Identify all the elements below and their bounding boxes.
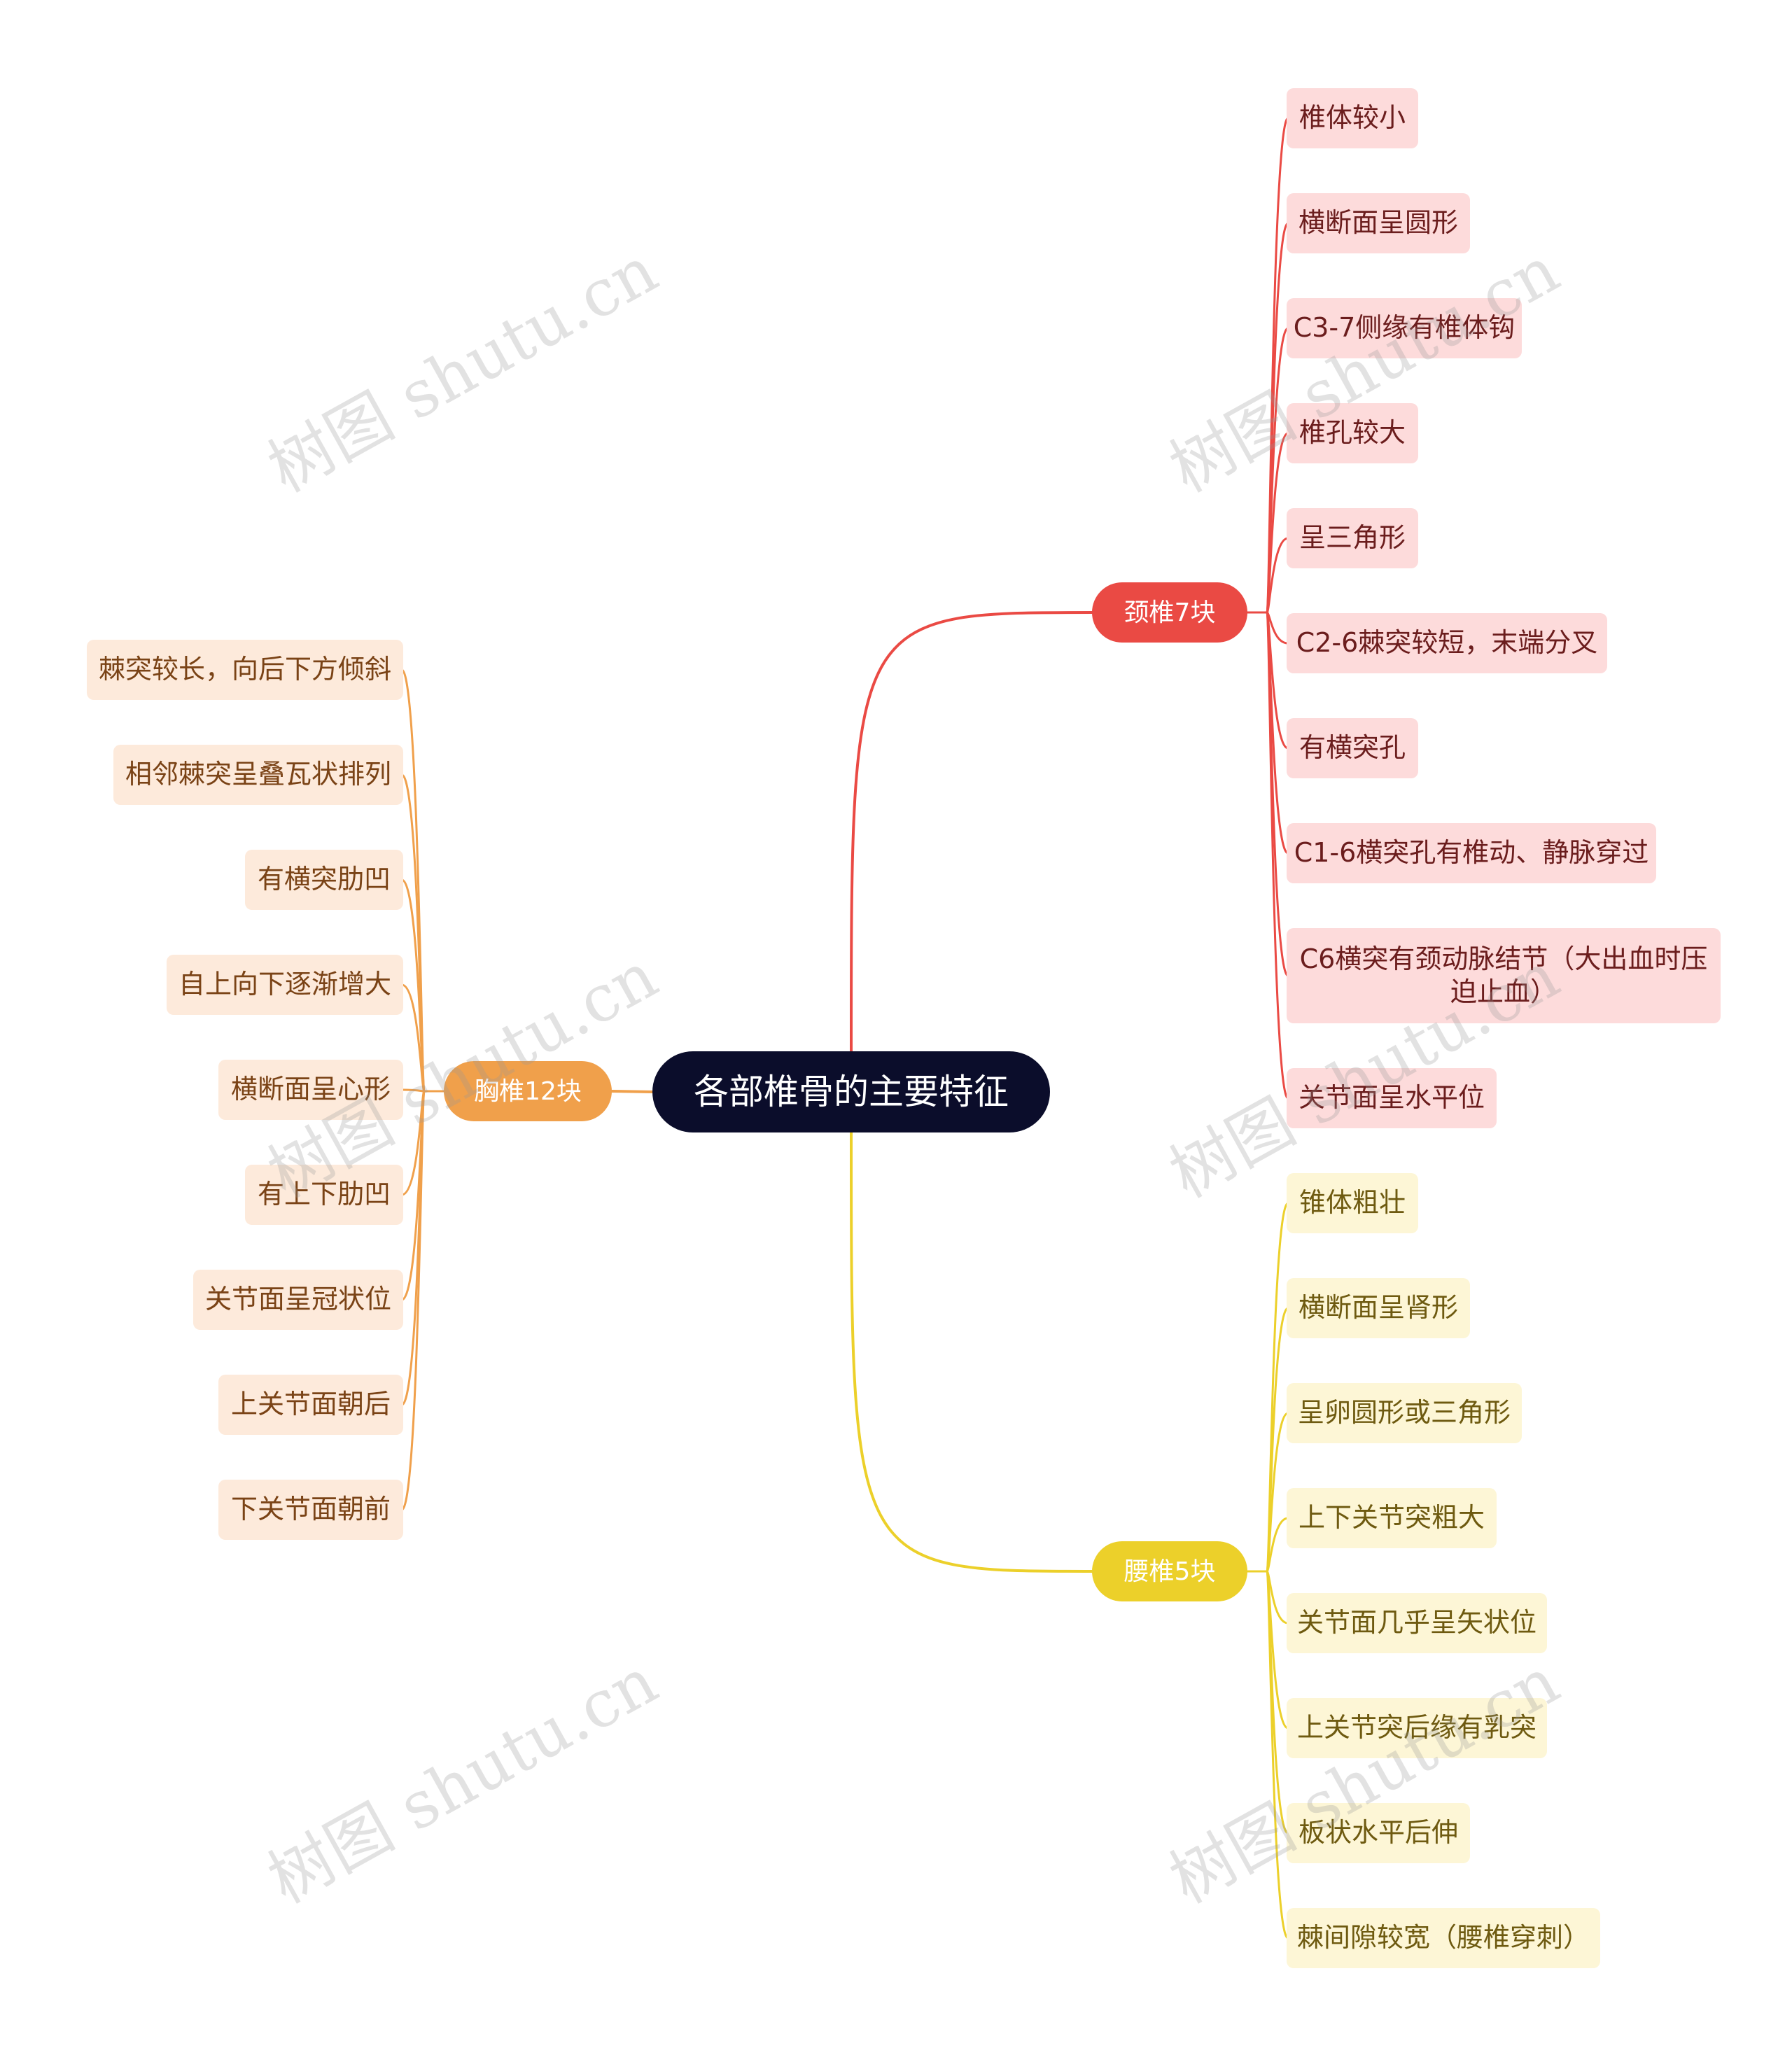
cervical-item[interactable]: 椎孔较大	[1287, 403, 1418, 463]
thoracic-item[interactable]: 相邻棘突呈叠瓦状排列	[113, 745, 403, 805]
lumbar-item-connector	[1266, 1570, 1289, 1940]
thoracic-item[interactable]: 自上向下逐渐增大	[167, 955, 403, 1015]
thoracic-item[interactable]: 下关节面朝前	[218, 1480, 403, 1540]
branch-lumbar[interactable]: 腰椎5块	[1092, 1541, 1247, 1601]
cervical-item-connector	[1266, 537, 1289, 614]
cervical-item[interactable]: 有横突孔	[1287, 718, 1418, 778]
thoracic-item-connector	[400, 1090, 426, 1511]
thoracic-item[interactable]: 有上下肋凹	[245, 1165, 403, 1225]
cervical-item[interactable]: C6横突有颈动脉结节（大出血时压迫止血）	[1287, 928, 1721, 1023]
branch-thoracic[interactable]: 胸椎12块	[444, 1061, 612, 1121]
branch-thoracic-connector	[610, 1090, 654, 1093]
cervical-item[interactable]: C2-6棘突较短，末端分叉	[1287, 613, 1607, 673]
thoracic-item-connector	[400, 1088, 426, 1093]
cervical-item[interactable]: 关节面呈水平位	[1287, 1068, 1497, 1128]
lumbar-item[interactable]: 板状水平后伸	[1287, 1803, 1470, 1863]
lumbar-item[interactable]: 上下关节突粗大	[1287, 1488, 1497, 1548]
thoracic-item-connector	[400, 983, 426, 1093]
lumbar-item[interactable]: 关节面几乎呈矢状位	[1287, 1593, 1547, 1653]
cervical-item[interactable]: 呈三角形	[1287, 508, 1418, 568]
thoracic-item[interactable]: 棘突较长，向后下方倾斜	[87, 640, 403, 700]
thoracic-item[interactable]: 关节面呈冠状位	[193, 1270, 403, 1330]
thoracic-item[interactable]: 有横突肋凹	[245, 850, 403, 910]
lumbar-item[interactable]: 棘间隙较宽（腰椎穿刺）	[1287, 1908, 1600, 1968]
lumbar-item[interactable]: 上关节突后缘有乳突	[1287, 1698, 1547, 1758]
branch-lumbar-connector	[850, 1131, 1093, 1573]
cervical-item[interactable]: 椎体较小	[1287, 88, 1418, 148]
cervical-item[interactable]: 横断面呈圆形	[1287, 193, 1470, 253]
branch-cervical-connector	[850, 611, 1093, 1053]
cervical-item[interactable]: C1-6横突孔有椎动、静脉穿过	[1287, 823, 1656, 883]
cervical-item-connector	[1266, 611, 1289, 1100]
lumbar-item[interactable]: 呈卵圆形或三角形	[1287, 1383, 1522, 1443]
thoracic-item[interactable]: 上关节面朝后	[218, 1375, 403, 1435]
lumbar-item[interactable]: 横断面呈肾形	[1287, 1278, 1470, 1338]
thoracic-item[interactable]: 横断面呈心形	[218, 1060, 403, 1120]
lumbar-item[interactable]: 锥体粗壮	[1287, 1173, 1418, 1233]
root-topic[interactable]: 各部椎骨的主要特征	[652, 1051, 1050, 1132]
branch-cervical[interactable]: 颈椎7块	[1092, 582, 1247, 643]
lumbar-item-connector	[1266, 1517, 1289, 1573]
cervical-item[interactable]: C3-7侧缘有椎体钩	[1287, 298, 1522, 358]
